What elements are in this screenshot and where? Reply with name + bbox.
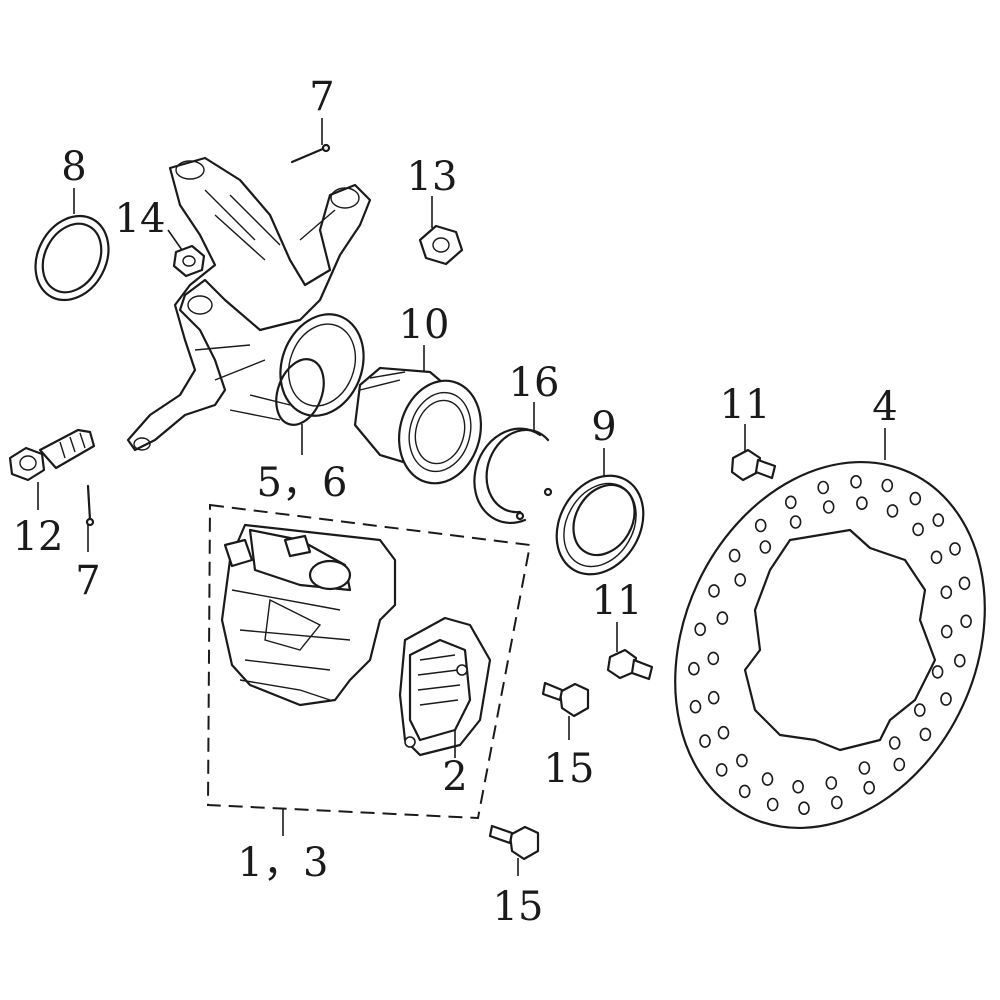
disc-hole — [738, 784, 751, 799]
bearing-10 — [353, 366, 483, 485]
seal-ring-8 — [34, 214, 110, 302]
caliper-assembly — [206, 503, 532, 820]
callout-16: 16 — [509, 360, 560, 406]
disc-hole — [863, 780, 876, 795]
callout-7-top: 7 — [309, 74, 334, 120]
disc-hole — [717, 725, 730, 740]
callout-5-6: 5，6 — [257, 460, 348, 506]
disc-hole — [694, 622, 707, 637]
bolt-15-bottom — [488, 824, 540, 861]
disc-hole — [825, 776, 838, 790]
disc-hole — [716, 611, 729, 625]
brake-disc-4 — [674, 460, 986, 830]
disc-hole — [728, 548, 741, 563]
leader-lines — [37, 118, 886, 876]
disc-hole — [913, 703, 926, 717]
callout-4: 4 — [872, 384, 897, 430]
disc-hole — [715, 763, 728, 777]
disc-hole — [912, 522, 924, 537]
callout-14: 14 — [115, 196, 166, 242]
cotter-pin-7-bottom — [85, 484, 95, 527]
disc-hole — [940, 624, 953, 639]
callout-9: 9 — [591, 404, 616, 450]
disc-hole — [850, 474, 862, 489]
disc-hole — [822, 500, 835, 514]
cotter-pin-7-top — [290, 143, 331, 164]
oil-seal-9 — [555, 474, 645, 576]
nut-14 — [172, 244, 206, 278]
disc-hole — [734, 573, 747, 587]
disc-hole — [798, 801, 810, 816]
disc-hole — [736, 753, 748, 768]
disc-hole — [919, 727, 932, 742]
disc-hole — [789, 515, 802, 529]
callout-15-mid: 15 — [544, 746, 595, 792]
callout-7-bottom: 7 — [75, 558, 100, 604]
disc-hole — [886, 504, 899, 518]
disc-hole — [960, 614, 972, 629]
disc-hole — [754, 518, 767, 533]
nut-13 — [418, 224, 464, 266]
disc-hole — [707, 651, 720, 666]
disc-hole — [888, 736, 901, 750]
disc-hole — [940, 585, 953, 600]
disc-hole — [817, 480, 830, 495]
callout-8: 8 — [61, 144, 86, 190]
bolt-11-mid — [606, 648, 654, 681]
disc-hole — [688, 661, 700, 676]
disc-hole — [784, 495, 797, 510]
callout-12: 12 — [13, 514, 64, 560]
brake-pad-2 — [398, 616, 492, 757]
disc-hole — [940, 692, 952, 706]
bolt-15-mid — [541, 681, 590, 718]
callouts: 7 8 14 13 10 16 9 11 4 5，6 12 7 11 15 2 … — [13, 74, 898, 930]
disc-hole — [930, 550, 943, 565]
disc-hole — [931, 665, 944, 679]
callout-11-top: 11 — [720, 382, 771, 428]
callout-13: 13 — [407, 154, 458, 200]
disc-hole — [699, 734, 711, 748]
bolt-12 — [8, 428, 96, 482]
disc-hole — [856, 496, 868, 511]
disc-hole — [909, 491, 922, 506]
disc-hole — [953, 653, 966, 668]
disc-hole — [792, 779, 804, 794]
disc-holes — [688, 474, 972, 816]
disc-hole — [708, 584, 720, 598]
disc-hole — [949, 542, 961, 556]
disc-hole — [830, 795, 843, 810]
disc-hole — [761, 772, 774, 786]
disc-hole — [759, 540, 772, 554]
callout-2: 2 — [442, 754, 467, 800]
disc-hole — [689, 699, 702, 714]
disc-hole — [858, 761, 871, 775]
bolt-11-top — [730, 448, 777, 482]
disc-hole — [766, 797, 779, 812]
callout-10: 10 — [399, 302, 450, 348]
disc-hole — [707, 690, 720, 705]
callout-1-3: 1，3 — [238, 840, 329, 886]
disc-hole — [881, 478, 894, 493]
disc-hole — [893, 757, 906, 772]
callout-11-mid: 11 — [592, 578, 643, 624]
knuckle-housing — [126, 156, 372, 452]
snap-ring-16 — [473, 427, 553, 525]
disc-hole — [932, 513, 945, 527]
callout-15-bottom: 15 — [493, 884, 544, 930]
disc-hole — [958, 576, 971, 591]
